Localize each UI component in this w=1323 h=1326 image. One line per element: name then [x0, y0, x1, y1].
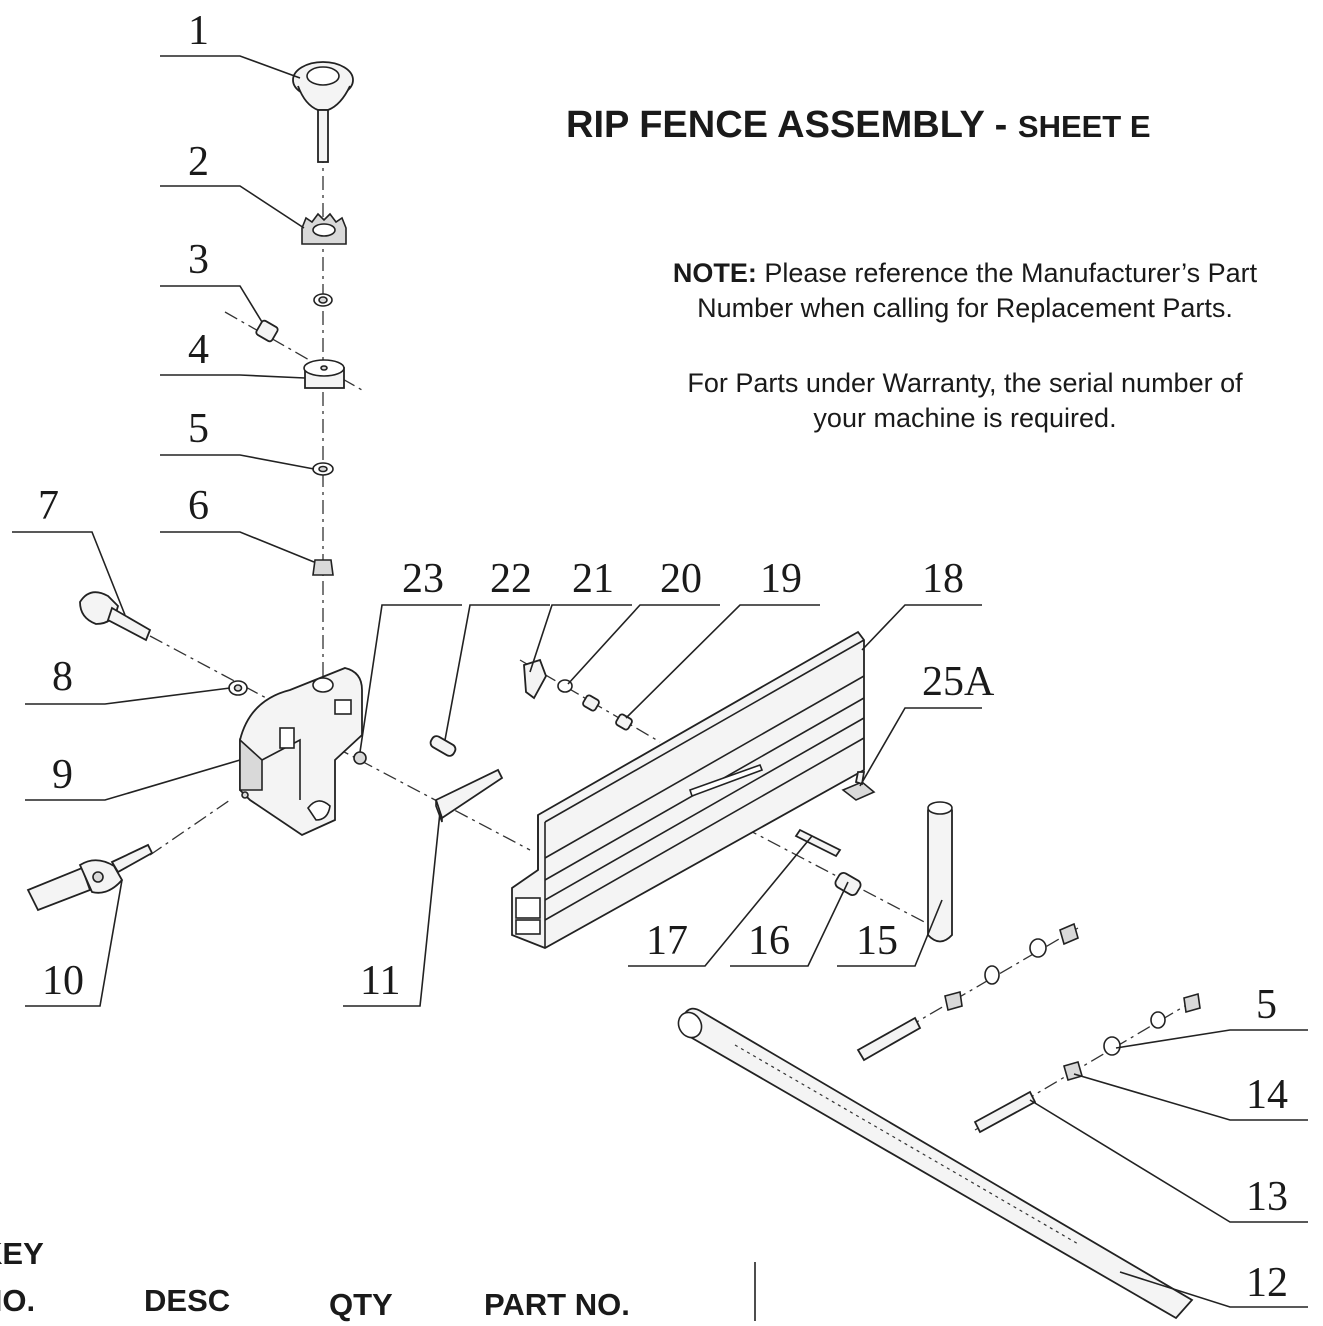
callout-18: 18: [922, 556, 964, 602]
part-13-stud: [973, 1090, 1037, 1134]
callout-12: 12: [1246, 1260, 1288, 1306]
callout-19: 19: [760, 556, 802, 602]
part-25a-clip: [841, 771, 876, 801]
callout-17: 17: [646, 918, 688, 964]
warranty-line2: your machine is required.: [813, 403, 1117, 433]
callout-2: 2: [188, 139, 209, 185]
callout-8: 8: [52, 654, 73, 700]
callout-15: 15: [856, 918, 898, 964]
callout-25a: 25A: [922, 659, 995, 705]
page-title: RIP FENCE ASSEMBLY - SHEET E: [566, 104, 1151, 147]
part-23-nut: [353, 751, 367, 765]
part-21-clip: [523, 658, 547, 700]
part-9-bracket: [239, 667, 363, 837]
header-key-no-line1: KEY: [0, 1236, 44, 1271]
callout-7: 7: [38, 483, 59, 529]
callout-14: 14: [1246, 1072, 1288, 1118]
lower-stud-axis: [974, 999, 1196, 1131]
note-label: NOTE:: [672, 258, 757, 288]
callout-22: 22: [490, 556, 532, 602]
header-desc: DESC: [144, 1283, 231, 1318]
leader-lines: [12, 55, 1308, 1321]
part-3-cam-pin: [255, 319, 279, 343]
callout-9: 9: [52, 752, 73, 798]
callout-5: 5: [188, 406, 209, 452]
lever-axis-line: [149, 799, 231, 856]
part-5-washer: [312, 462, 334, 476]
callouts: 1 2 3 4 5 6 7 8 9 10 11 23 22 21 20 19 1…: [38, 8, 1288, 1306]
part-4-cam-block: [303, 359, 345, 389]
part-16-sleeve: [834, 872, 862, 896]
part-spacer: [582, 694, 600, 712]
part-2-lock-nut: [301, 212, 347, 245]
callout-16: 16: [748, 918, 790, 964]
part-11-bar: [434, 768, 504, 823]
bracket-axis-line: [311, 734, 531, 851]
part-1-knob: [292, 61, 354, 163]
callout-13: 13: [1246, 1174, 1288, 1220]
header-part-no: PART NO.: [484, 1287, 630, 1322]
callout-23: 23: [402, 556, 444, 602]
callout-20: 20: [660, 556, 702, 602]
note-line1: Please reference the Manufacturer’s Part: [756, 258, 1258, 288]
part-18-fence-extrusion: [511, 630, 865, 949]
callout-10: 10: [42, 958, 84, 1004]
part-6-nut: [312, 559, 334, 576]
part-5-rail-washer: [1103, 992, 1201, 1056]
note-line2: Number when calling for Replacement Part…: [697, 293, 1233, 323]
part-stud-upper: [856, 922, 1079, 1062]
callout-5-rail: 5: [1256, 982, 1277, 1028]
title-main: RIP FENCE ASSEMBLY -: [566, 104, 1018, 146]
header-qty: QTY: [329, 1287, 393, 1322]
part-10-lever: [26, 843, 154, 912]
part-17-screw: [794, 828, 842, 858]
part-14-nut: [1063, 1061, 1083, 1081]
part-15-rod: [927, 801, 953, 943]
callout-6: 6: [188, 483, 209, 529]
header-key-no-line2: NO.: [0, 1283, 36, 1318]
part-7-handle: [79, 591, 152, 642]
rear-axis-line: [719, 814, 931, 926]
callout-21: 21: [572, 556, 614, 602]
replacement-note: NOTE: Please reference the Manufacturer’…: [600, 256, 1323, 326]
callout-4: 4: [188, 327, 209, 373]
part-8-washer: [228, 680, 248, 696]
handle-axis-line: [149, 635, 271, 701]
part-19-spacer: [615, 713, 633, 731]
callout-3: 3: [188, 237, 209, 283]
part-12-rail: [677, 1007, 1194, 1320]
part-22-pin: [429, 735, 457, 757]
callout-1: 1: [188, 8, 209, 54]
warranty-note: For Parts under Warranty, the serial num…: [600, 366, 1323, 436]
title-sheet: SHEET E: [1017, 109, 1151, 144]
warranty-line1: For Parts under Warranty, the serial num…: [687, 368, 1243, 398]
callout-11: 11: [360, 958, 400, 1004]
part-washer-small-1: [313, 293, 333, 307]
